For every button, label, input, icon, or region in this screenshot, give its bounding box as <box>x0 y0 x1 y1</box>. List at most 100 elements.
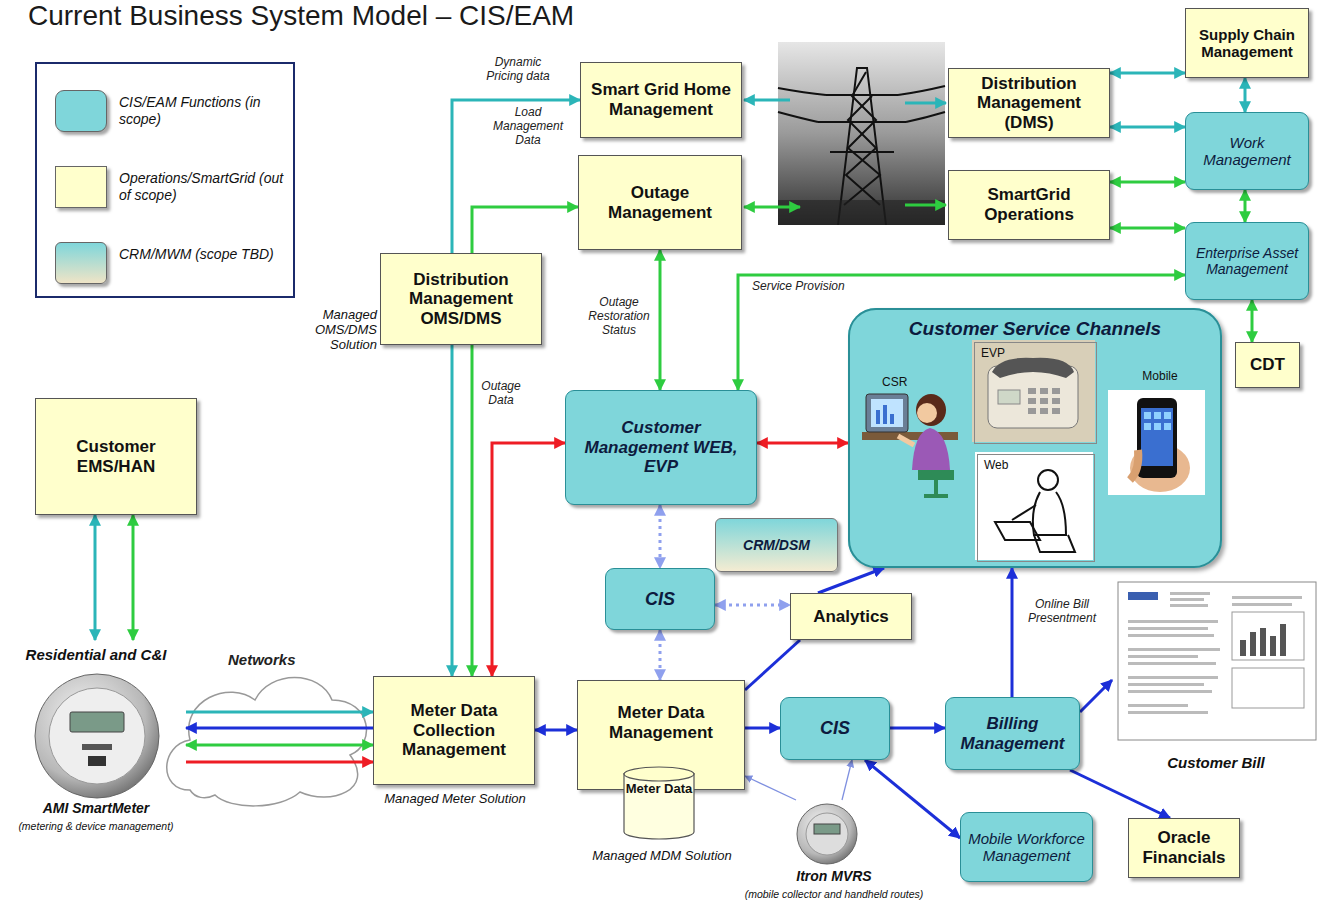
process-box: Analytics <box>790 593 912 640</box>
connector <box>1110 227 1185 230</box>
box-label: Enterprise Asset Management <box>1192 245 1302 277</box>
caption-text: Web <box>984 459 1008 473</box>
connector <box>745 776 796 800</box>
channel-group-fill <box>848 308 1222 568</box>
caption-text: Managed Meter Solution <box>374 792 536 807</box>
box-label: Smart Grid Home Management <box>587 80 735 119</box>
mobile-phone-picture <box>1108 390 1205 495</box>
box-label: Distribution Management OMS/DMS <box>387 270 535 329</box>
process-box: SmartGrid Operations <box>948 170 1110 240</box>
process-box: Customer EMS/HAN <box>35 398 197 515</box>
scope-tbd-box: CRM/DSM <box>715 518 838 572</box>
function-box: Billing Management <box>945 697 1080 770</box>
caption-text: CSR <box>882 376 907 390</box>
function-box: Enterprise Asset Management <box>1185 222 1309 300</box>
box-label: Billing Management <box>952 714 1073 753</box>
connector <box>186 761 373 764</box>
edge-label: Online Bill Presentment <box>1020 598 1104 626</box>
caption-text: Customer Bill <box>1112 754 1320 771</box>
process-box: Meter Data Collection ManagementManaged … <box>373 676 535 785</box>
box-label: Distribution Management (DMS) <box>955 74 1103 133</box>
connector <box>1110 181 1185 184</box>
connector <box>1110 126 1185 129</box>
connector <box>1244 78 1247 112</box>
connector <box>1080 680 1112 712</box>
connector <box>1070 770 1170 818</box>
database-cylinder: Meter Data <box>623 766 695 840</box>
networks-cloud <box>167 678 367 806</box>
process-box: Meter Data ManagementManaged MDM Solutio… <box>577 680 745 790</box>
connector <box>535 729 577 732</box>
legend-text: CRM/MWM (scope TBD) <box>119 246 287 263</box>
caption-text: AMI SmartMeter <box>6 800 186 816</box>
process-box: Oracle Financials <box>1128 818 1240 878</box>
channel-picture: EVP <box>974 342 1097 444</box>
box-label: SmartGrid Operations <box>955 185 1103 224</box>
legend-swatch <box>55 90 107 132</box>
cylinder-body <box>624 773 694 839</box>
channel-group: Customer Service ChannelsCSREVPMobileWeb <box>848 308 1222 568</box>
edge-label: Outage Data <box>477 380 525 408</box>
box-label: Meter Data Collection Management <box>380 701 528 760</box>
process-box: Supply Chain Management <box>1185 8 1309 78</box>
pylon-connectors <box>744 100 946 207</box>
web-user-picture <box>975 452 1093 560</box>
legend-text: CIS/EAM Functions (in scope) <box>119 94 287 128</box>
edge-label: Service Provision <box>752 280 845 294</box>
function-box: CIS <box>605 568 715 630</box>
device-figure: Itron MVRS(mobile collector and handheld… <box>712 800 956 904</box>
edge-label: Outage Restoration Status <box>583 296 655 337</box>
process-box: Distribution Management (DMS) <box>948 68 1110 138</box>
connector <box>1011 568 1014 697</box>
box-label: Analytics <box>797 607 905 627</box>
box-label: Meter Data Management <box>584 703 738 742</box>
box-label: Oracle Financials <box>1135 828 1233 867</box>
connector <box>890 727 945 730</box>
connector <box>745 640 800 690</box>
connector <box>865 760 960 838</box>
connector <box>186 744 373 747</box>
diagram-title: Current Business System Model – CIS/EAM <box>28 0 574 32</box>
process-box: Distribution Management OMS/DMSManaged O… <box>380 253 542 345</box>
function-box: Work Management <box>1185 112 1309 190</box>
caption-text: Managed MDM Solution <box>578 849 746 864</box>
connector <box>659 630 662 680</box>
caption-text: Residential and C&I <box>6 646 186 663</box>
connector <box>659 505 662 568</box>
box-label: Supply Chain Management <box>1192 26 1302 61</box>
process-box: Smart Grid Home Management <box>580 62 742 138</box>
connector <box>186 711 373 714</box>
connector <box>1251 300 1254 342</box>
connector <box>1244 190 1247 222</box>
connector <box>492 443 565 676</box>
connector <box>659 250 662 390</box>
connector <box>757 442 848 445</box>
connector <box>1110 72 1185 75</box>
connector <box>186 727 373 730</box>
function-box: CIS <box>780 697 890 760</box>
legend-swatch <box>55 166 107 208</box>
connector <box>452 100 580 676</box>
legend-swatch <box>55 242 107 284</box>
device-figure: Customer Bill <box>1112 578 1320 778</box>
box-label: Mobile Workforce Management <box>967 830 1086 865</box>
cylinder-top <box>624 767 694 781</box>
legend-text: Operations/SmartGrid (out of scope) <box>119 170 287 204</box>
smart-meter-picture <box>35 674 159 798</box>
itron-meter-picture <box>797 804 857 864</box>
free-label: Load Management Data <box>492 106 564 147</box>
box-label: Outage Management <box>585 183 735 222</box>
cylinder-outline <box>623 766 695 840</box>
channel-picture: Web <box>977 454 1095 562</box>
connector <box>745 727 780 730</box>
legend-box: CIS/EAM Functions (in scope) Operations/S… <box>35 62 295 298</box>
connector <box>842 760 852 800</box>
box-label: Customer EMS/HAN <box>42 437 190 476</box>
process-box: CDT <box>1235 342 1300 388</box>
caption-text: (metering & device management) <box>6 820 186 832</box>
box-label: Customer Management WEB, EVP <box>572 418 750 477</box>
caption-text: Mobile <box>1107 370 1213 384</box>
caption-text: Itron MVRS <box>712 868 956 884</box>
connector <box>132 515 135 640</box>
